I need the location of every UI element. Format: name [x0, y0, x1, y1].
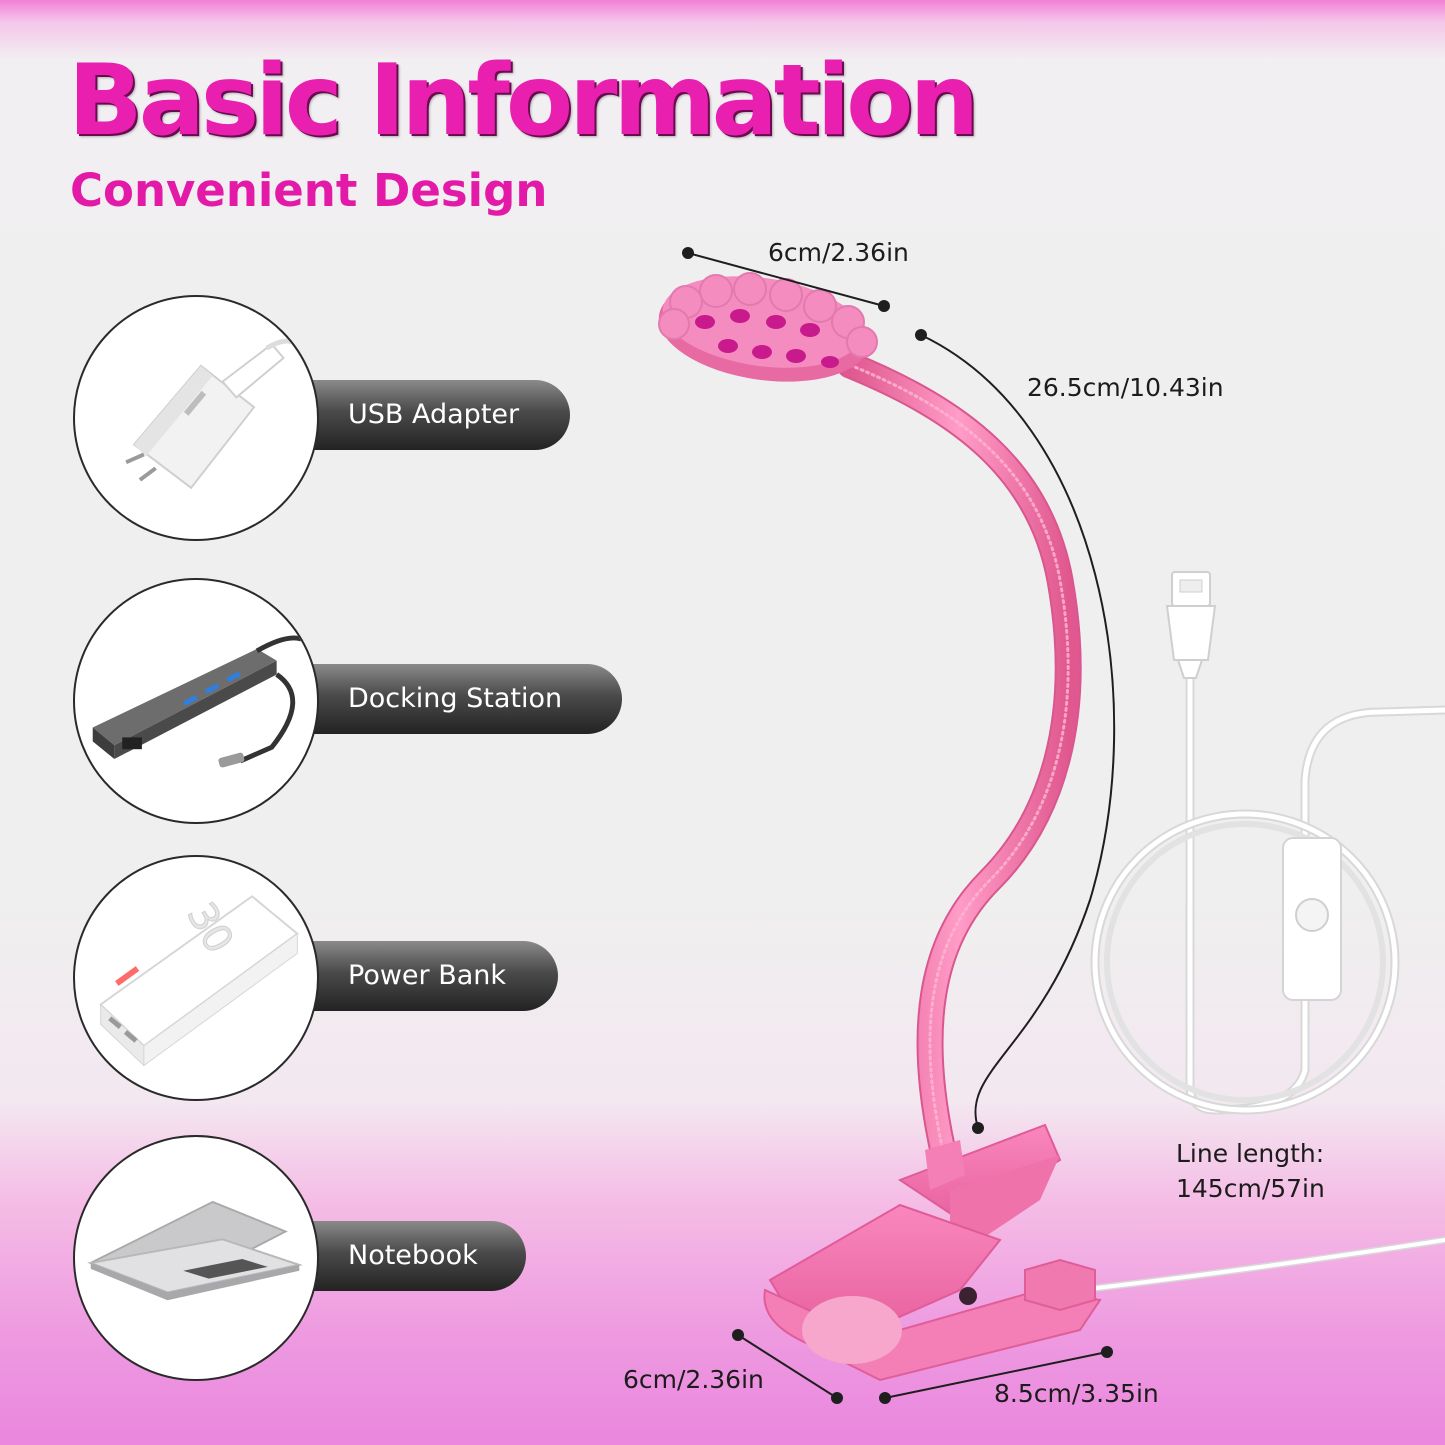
usb-cable [1076, 665, 1445, 1294]
label-notebook: Notebook [348, 1240, 478, 1271]
label-usb-adapter: USB Adapter [348, 399, 520, 430]
device-usb-adapter [73, 295, 319, 541]
dim-head-diameter: 6cm/2.36in [768, 238, 909, 267]
dimension-endpoints [682, 247, 1113, 1404]
page-subtitle: Convenient Design [70, 164, 548, 217]
gooseneck [836, 351, 1082, 1174]
docking-station-icon [92, 635, 303, 768]
power-bank-icon: 30 [99, 894, 299, 1067]
usb-plug-icon [1165, 571, 1217, 679]
dim-clip-width: 6cm/2.36in [623, 1365, 764, 1394]
lamp-head [658, 272, 878, 382]
inline-switch-icon [1282, 837, 1342, 1001]
label-docking-station: Docking Station [348, 683, 563, 714]
label-power-bank: Power Bank [348, 960, 507, 991]
usb-adapter-icon [125, 338, 298, 490]
device-docking-station [73, 578, 319, 824]
dim-gooseneck-length: 26.5cm/10.43in [1027, 373, 1224, 402]
page-title: Basic Information [68, 44, 979, 158]
dimension-lines [687, 252, 1116, 1399]
device-power-bank: 30 [73, 855, 319, 1101]
notebook-icon [87, 1200, 304, 1301]
clip-base [763, 1123, 1102, 1382]
line-length-label: Line length: [1176, 1139, 1325, 1168]
line-length-value: 145cm/57in [1176, 1174, 1325, 1203]
dim-line-length: Line length: 145cm/57in [1176, 1136, 1325, 1206]
device-notebook [73, 1135, 319, 1381]
dim-clip-length: 8.5cm/3.35in [994, 1379, 1159, 1408]
